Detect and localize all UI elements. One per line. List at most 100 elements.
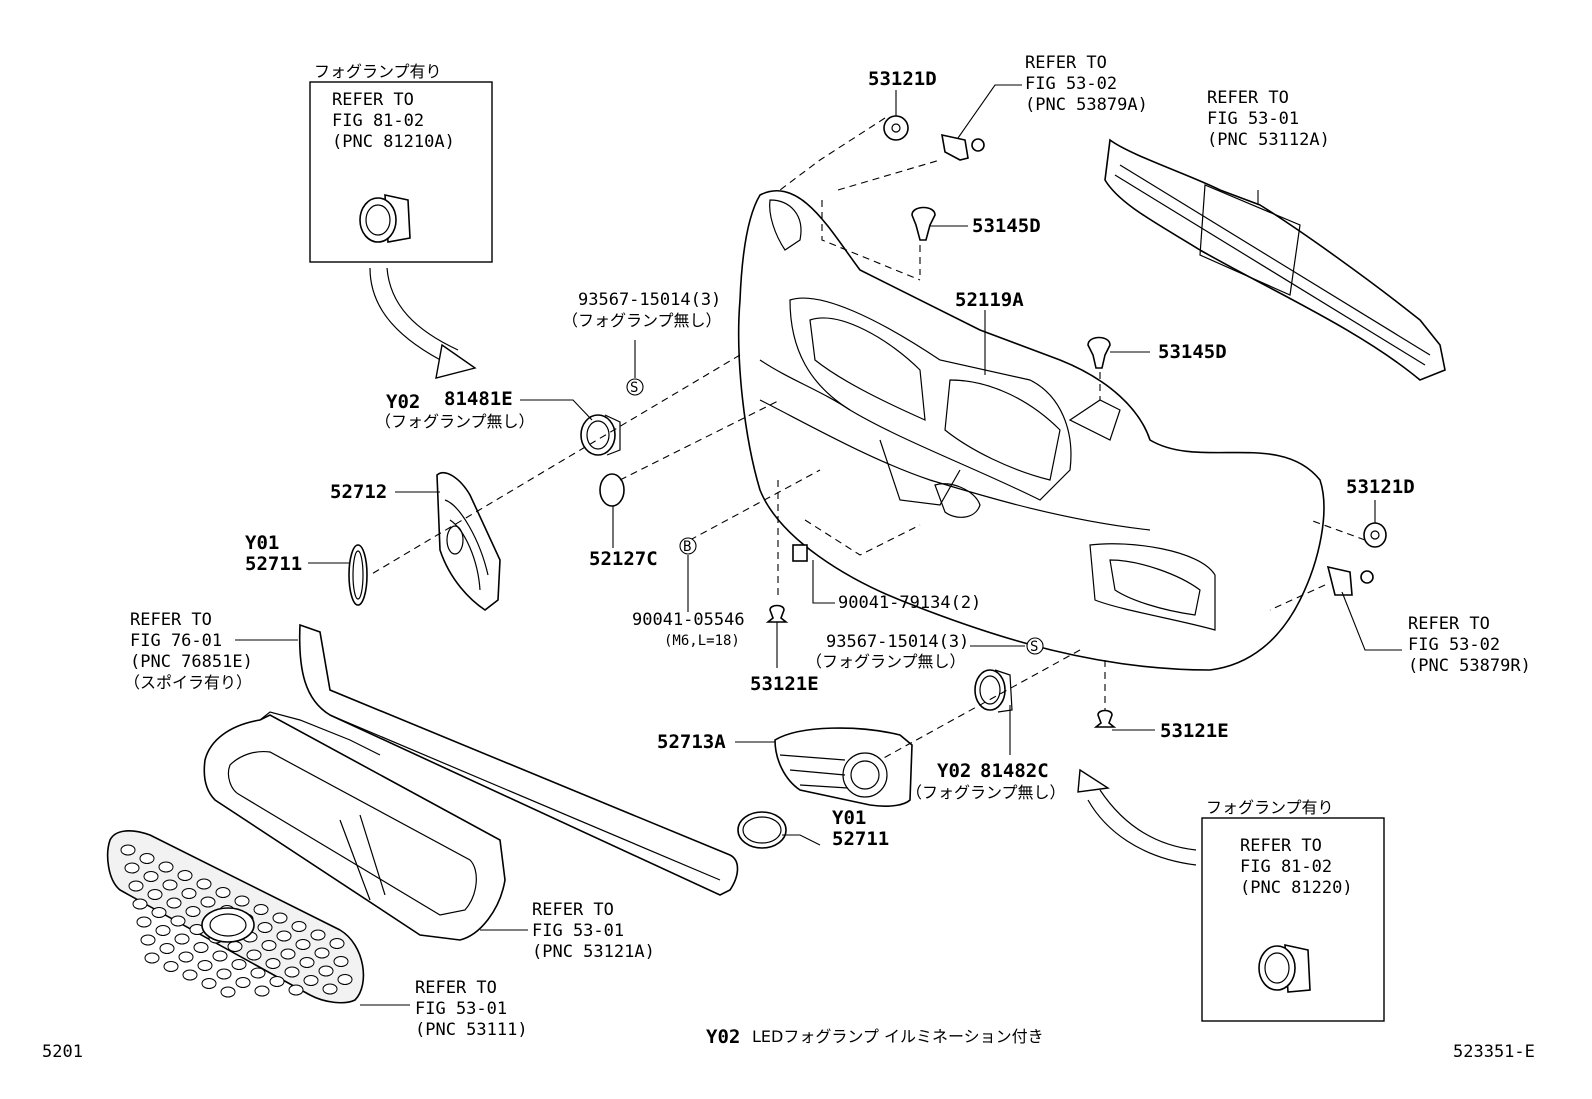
grille-cell <box>314 947 330 959</box>
ref-line: FIG 53-01 <box>1207 109 1299 129</box>
upper-bumper-support[interactable] <box>1104 138 1446 381</box>
ref-grille-frame[interactable]: REFER TO FIG 53-01 (PNC 53121A) <box>532 900 655 962</box>
fog-cover-right[interactable] <box>774 727 913 807</box>
grille-cell <box>120 844 136 856</box>
page-number: 5201 <box>42 1042 83 1062</box>
grille-cell <box>143 871 159 882</box>
callout-81481E-note: （フォグランプ無し） <box>375 412 535 431</box>
grille-cell <box>257 922 273 933</box>
grille-cell <box>132 898 148 910</box>
grille-cell <box>303 975 319 986</box>
retainer-90041-79134[interactable] <box>792 544 808 562</box>
ref-line: (PNC 81210A) <box>332 132 455 152</box>
bracket-53879A[interactable] <box>941 133 985 161</box>
callout-52127C[interactable]: 52127C <box>589 548 658 570</box>
ref-line: FIG 81-02 <box>332 111 424 131</box>
clip-53121E-b[interactable] <box>1093 709 1117 728</box>
callout-53145D-b[interactable]: 53145D <box>1158 341 1227 363</box>
grille-cell <box>139 853 155 864</box>
clip-53121D-top[interactable] <box>883 115 909 141</box>
fog-right-header: フォグランプ有り <box>1206 798 1334 817</box>
callout-93567-a[interactable]: 93567-15014(3) <box>578 290 721 310</box>
ref-line: REFER TO <box>1207 88 1289 108</box>
grille-cell <box>215 887 231 898</box>
ref-line: REFER TO <box>332 90 414 110</box>
fog-ring-right[interactable] <box>737 811 787 849</box>
ref-line: REFER TO <box>1408 614 1490 634</box>
callout-53145D-a[interactable]: 53145D <box>972 215 1041 237</box>
grille-cell <box>284 966 300 978</box>
callout-93567-b[interactable]: 93567-15014(3) <box>826 632 969 652</box>
callout-53121D-top[interactable]: 53121D <box>868 68 937 90</box>
ref-right-5302[interactable]: REFER TO FIG 53-02 (PNC 53879R) <box>1408 614 1531 676</box>
ref-top-5301[interactable]: REFER TO FIG 53-01 (PNC 53112A) <box>1207 88 1330 150</box>
callout-90041-05546[interactable]: 90041-05546 <box>632 610 745 630</box>
ref-line: REFER TO <box>130 610 212 630</box>
callout-81482C-option: Y02 <box>937 760 971 782</box>
grille-frame[interactable] <box>203 711 506 941</box>
cap-52127C[interactable] <box>599 473 625 507</box>
grille-cell <box>163 961 179 972</box>
arrow-left-fog <box>369 267 477 379</box>
callout-52712[interactable]: 52712 <box>330 481 387 503</box>
callout-90041-05546-spec: (M6,L=18) <box>664 633 740 649</box>
ref-box-fog-right[interactable]: フォグランプ有り REFER TO FIG 81-02 (PNC 81220) <box>1201 798 1385 1022</box>
callout-53121E-a[interactable]: 53121E <box>750 673 819 695</box>
callout-81482C[interactable]: 81482C <box>980 760 1049 782</box>
ref-line: FIG 53-02 <box>1408 635 1500 655</box>
grille-cell <box>280 948 296 960</box>
callout-90041-79134[interactable]: 90041-79134(2) <box>838 593 981 613</box>
fog-lamp-cover-left[interactable] <box>580 414 621 456</box>
callout-53121E-b[interactable]: 53121E <box>1160 720 1229 742</box>
clip-53145D-b[interactable] <box>1087 336 1111 369</box>
grille-cell <box>265 958 281 969</box>
grille-cell <box>337 974 353 985</box>
callout-52711-b[interactable]: 52711 <box>832 828 889 850</box>
front-spoiler[interactable] <box>298 623 739 896</box>
grille-cell <box>128 880 144 892</box>
callout-81481E-option: Y02 <box>386 391 420 413</box>
assembly-lines <box>369 117 1366 761</box>
ref-line: (PNC 76851E) <box>130 652 253 672</box>
radiator-grille[interactable] <box>106 830 365 1004</box>
grille-cell <box>310 929 326 941</box>
fog-lamp-cover-right[interactable] <box>974 669 1013 713</box>
leader-lines <box>235 84 1402 1006</box>
symbol-s-a: S <box>626 378 644 396</box>
arrow-right-fog <box>1077 768 1197 866</box>
grille-cell <box>329 938 345 949</box>
bracket-53879R[interactable] <box>1326 565 1374 596</box>
callout-52713A[interactable]: 52713A <box>657 731 726 753</box>
callout-52711-b-option: Y01 <box>832 807 866 829</box>
callout-53121D-right[interactable]: 53121D <box>1346 476 1415 498</box>
clip-53145D-a[interactable] <box>911 206 936 241</box>
callout-81481E[interactable]: 81481E <box>444 388 513 410</box>
fog-ring-left[interactable] <box>348 544 368 606</box>
fog-lamp-right-icon <box>1258 943 1311 993</box>
fog-cover-left[interactable] <box>436 471 501 611</box>
grille-cell <box>235 977 251 988</box>
grille-cell <box>254 985 270 997</box>
ref-top-5302[interactable]: REFER TO FIG 53-02 (PNC 53879A) <box>1025 53 1148 115</box>
ref-spoiler[interactable]: REFER TO FIG 76-01 (PNC 76851E) （スポイラ有り） <box>124 610 253 692</box>
ref-grille[interactable]: REFER TO FIG 53-01 (PNC 53111) <box>415 978 528 1040</box>
grille-cell <box>212 950 228 962</box>
bumper-cover[interactable] <box>737 189 1325 671</box>
ref-line: REFER TO <box>1240 836 1322 856</box>
grille-cell <box>196 878 212 890</box>
grille-cell <box>220 986 236 998</box>
callout-52711-a[interactable]: 52711 <box>245 553 302 575</box>
clip-53121D-right[interactable] <box>1363 522 1387 548</box>
grille-cell <box>250 967 266 979</box>
svg-text:S: S <box>630 380 638 396</box>
grille-cell <box>253 904 269 915</box>
ref-box-fog-left[interactable]: フォグランプ有り REFER TO FIG 81-02 (PNC 81210A) <box>309 62 493 263</box>
grille-cell <box>299 957 315 968</box>
callout-52119A[interactable]: 52119A <box>955 289 1024 311</box>
grille-cell <box>272 912 288 924</box>
grille-cell <box>216 968 232 980</box>
grille-cell <box>193 942 209 953</box>
clip-53121E-a[interactable] <box>765 604 789 623</box>
grille-cell <box>182 969 198 981</box>
